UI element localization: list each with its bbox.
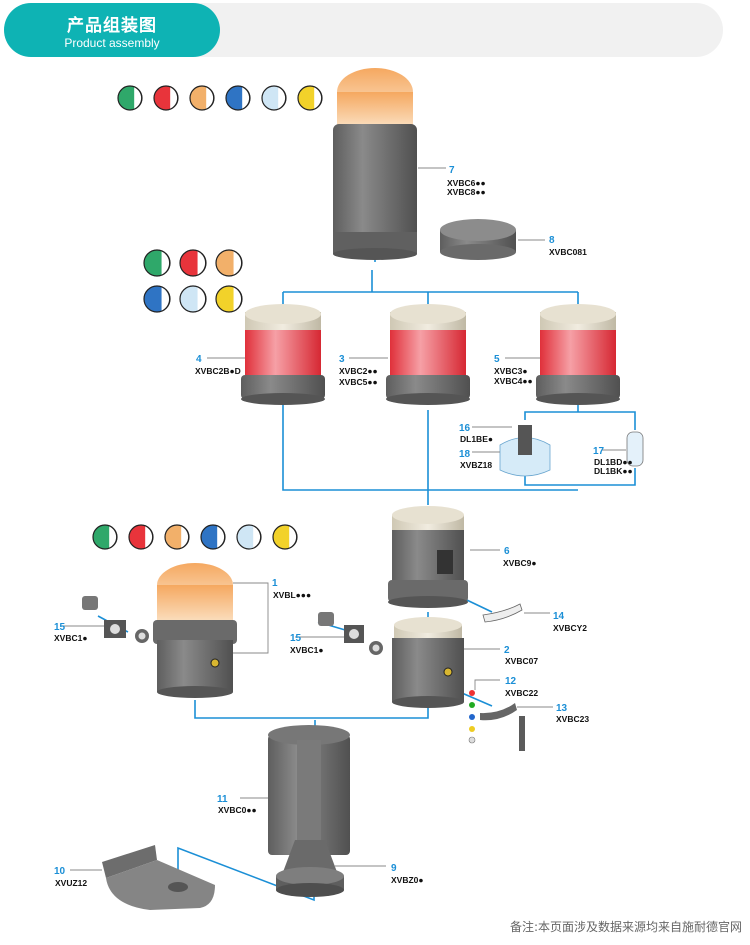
label-number-8: 8: [549, 235, 555, 246]
section-title-en: Product assembly: [64, 36, 160, 50]
lens-swatch-highlight: [233, 250, 242, 276]
lens-swatch-highlight: [253, 525, 261, 549]
label-code-3a: XVBC2●●: [339, 366, 378, 376]
label-code-5a: XVBC3●: [494, 366, 527, 376]
lens-swatch-highlight: [109, 525, 117, 549]
lens-swatch-highlight: [161, 286, 170, 312]
label-code-9a: XVBZ0●: [391, 875, 424, 885]
part-16-18-bulb-adapter: [499, 425, 551, 477]
lens-swatch-highlight: [314, 86, 322, 110]
part-14-clip: [482, 603, 523, 623]
label-number-16: 16: [459, 423, 471, 434]
label-number-10: 10: [54, 866, 66, 877]
label-code-15-right: XVBC1●: [290, 645, 323, 655]
part-3-red-unit: [386, 304, 470, 405]
section-title-pill: 产品组装图 Product assembly: [4, 3, 220, 57]
lens-swatch-highlight: [145, 525, 153, 549]
label-number-2: 2: [504, 645, 510, 656]
label-number-7: 7: [449, 165, 455, 176]
part-4-red-unit: [241, 304, 325, 405]
label-number-17: 17: [593, 446, 605, 457]
lens-color-swatches-top: [117, 85, 323, 111]
lens-swatch-highlight: [161, 250, 170, 276]
section-title-cn: 产品组装图: [67, 16, 157, 35]
label-number-15-left: 15: [54, 622, 66, 633]
part-12-indicator-leds: [468, 690, 476, 744]
part-10-wall-bracket: [102, 845, 215, 910]
label-number-18: 18: [459, 449, 471, 460]
lens-swatch-highlight: [233, 286, 242, 312]
callout-leaders: [60, 167, 626, 871]
lens-swatch-highlight: [289, 525, 297, 549]
label-code-12a: XVBC22: [505, 688, 538, 698]
label-code-11a: XVBC0●●: [218, 805, 257, 815]
lens-swatch-highlight: [170, 86, 178, 110]
lens-swatch-highlight: [134, 86, 142, 110]
label-code-16a: DL1BE●: [460, 434, 493, 444]
label-code-2a: XVBC07: [505, 656, 538, 666]
label-code-17a: DL1BD●●: [594, 457, 633, 467]
label-number-4: 4: [196, 354, 202, 365]
lens-swatch-highlight: [242, 86, 250, 110]
part-11-support-tube: [268, 725, 350, 860]
part-15-cable-gland-left: [82, 596, 149, 643]
part-6-sound-unit: [388, 506, 468, 608]
label-code-6a: XVBC9●: [503, 558, 536, 568]
label-code-17b: DL1BK●●: [594, 466, 633, 476]
part-13-cover: [480, 703, 525, 751]
label-number-15-right: 15: [290, 633, 302, 644]
lens-swatch-highlight: [197, 250, 206, 276]
label-number-5: 5: [494, 354, 500, 365]
label-code-7b: XVBC8●●: [447, 187, 486, 197]
part-15-cable-gland-right: [318, 612, 383, 655]
label-number-11: 11: [217, 794, 228, 805]
label-code-18a: XVBZ18: [460, 460, 492, 470]
lens-swatch-highlight: [278, 86, 286, 110]
part-2-base-unit: [392, 617, 464, 708]
lens-color-swatches-bottom: [92, 524, 298, 550]
part-5-red-unit: [536, 304, 620, 405]
lens-swatch-highlight: [197, 286, 206, 312]
label-number-14: 14: [553, 611, 565, 622]
label-number-13: 13: [556, 703, 568, 714]
label-code-8a: XVBC081: [549, 247, 587, 257]
part-8-cap: [440, 219, 516, 260]
lens-swatch-highlight: [217, 525, 225, 549]
label-code-13a: XVBC23: [556, 714, 589, 724]
lens-swatch-highlight: [181, 525, 189, 549]
label-number-3: 3: [339, 354, 345, 365]
part-17-bulb: [626, 431, 644, 467]
label-number-9: 9: [391, 863, 397, 874]
source-footnote: 备注:本页面涉及数据来源均来自施耐德官网: [509, 920, 742, 934]
lens-color-swatches-middle: [143, 249, 243, 313]
label-number-1: 1: [272, 578, 278, 589]
label-code-5b: XVBC4●●: [494, 376, 533, 386]
label-code-15-left: XVBC1●: [54, 633, 87, 643]
label-code-3b: XVBC5●●: [339, 377, 378, 387]
label-number-12: 12: [505, 676, 517, 687]
label-code-4a: XVBC2B●D: [195, 366, 241, 376]
label-code-14a: XVBCY2: [553, 623, 587, 633]
lens-swatch-highlight: [206, 86, 214, 110]
label-number-6: 6: [504, 546, 510, 557]
label-code-10a: XVUZ12: [55, 878, 87, 888]
part-9-fixing-base: [276, 840, 344, 897]
callout-labels: 7 XVBC6●● XVBC8●● 8 XVBC081 4 XVBC2B●D 3…: [54, 165, 633, 888]
label-code-1a: XVBL●●●: [273, 590, 311, 600]
part-7-tall-unit: [333, 68, 417, 260]
part-1-flashing-beacon: [153, 563, 237, 698]
label-code-7a: XVBC6●●: [447, 178, 486, 188]
